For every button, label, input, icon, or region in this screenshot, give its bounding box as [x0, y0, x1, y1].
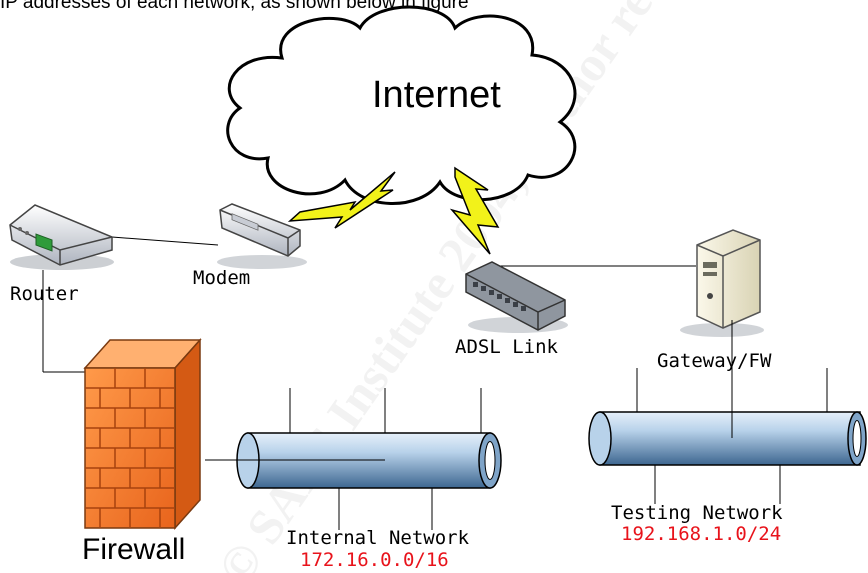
caption-text: IP addresses of each network, as shown b…	[0, 0, 469, 13]
lightning-bolt-icon	[287, 166, 500, 255]
modem-icon	[217, 203, 307, 269]
testing-network-subnet: 192.168.1.0/24	[621, 523, 782, 545]
internet-cloud-icon	[226, 5, 577, 205]
internet-label: Internet	[372, 74, 501, 116]
adsl-switch-icon	[465, 261, 568, 333]
firewall-label: Firewall	[82, 533, 186, 566]
testing-network-label: Testing Network	[611, 502, 783, 524]
adsl-link-label: ADSL Link	[455, 336, 558, 358]
firewall-icon	[83, 338, 202, 530]
modem-label: Modem	[193, 267, 251, 289]
internal-network-label: Internal Network	[286, 527, 470, 549]
router-icon	[9, 204, 114, 270]
gateway-fw-label: Gateway/FW	[657, 350, 772, 372]
router-label: Router	[10, 283, 79, 305]
testing-network-pipe	[588, 411, 867, 466]
gateway-server-icon	[680, 229, 764, 337]
internal-network-subnet: 172.16.0.0/16	[300, 549, 449, 571]
